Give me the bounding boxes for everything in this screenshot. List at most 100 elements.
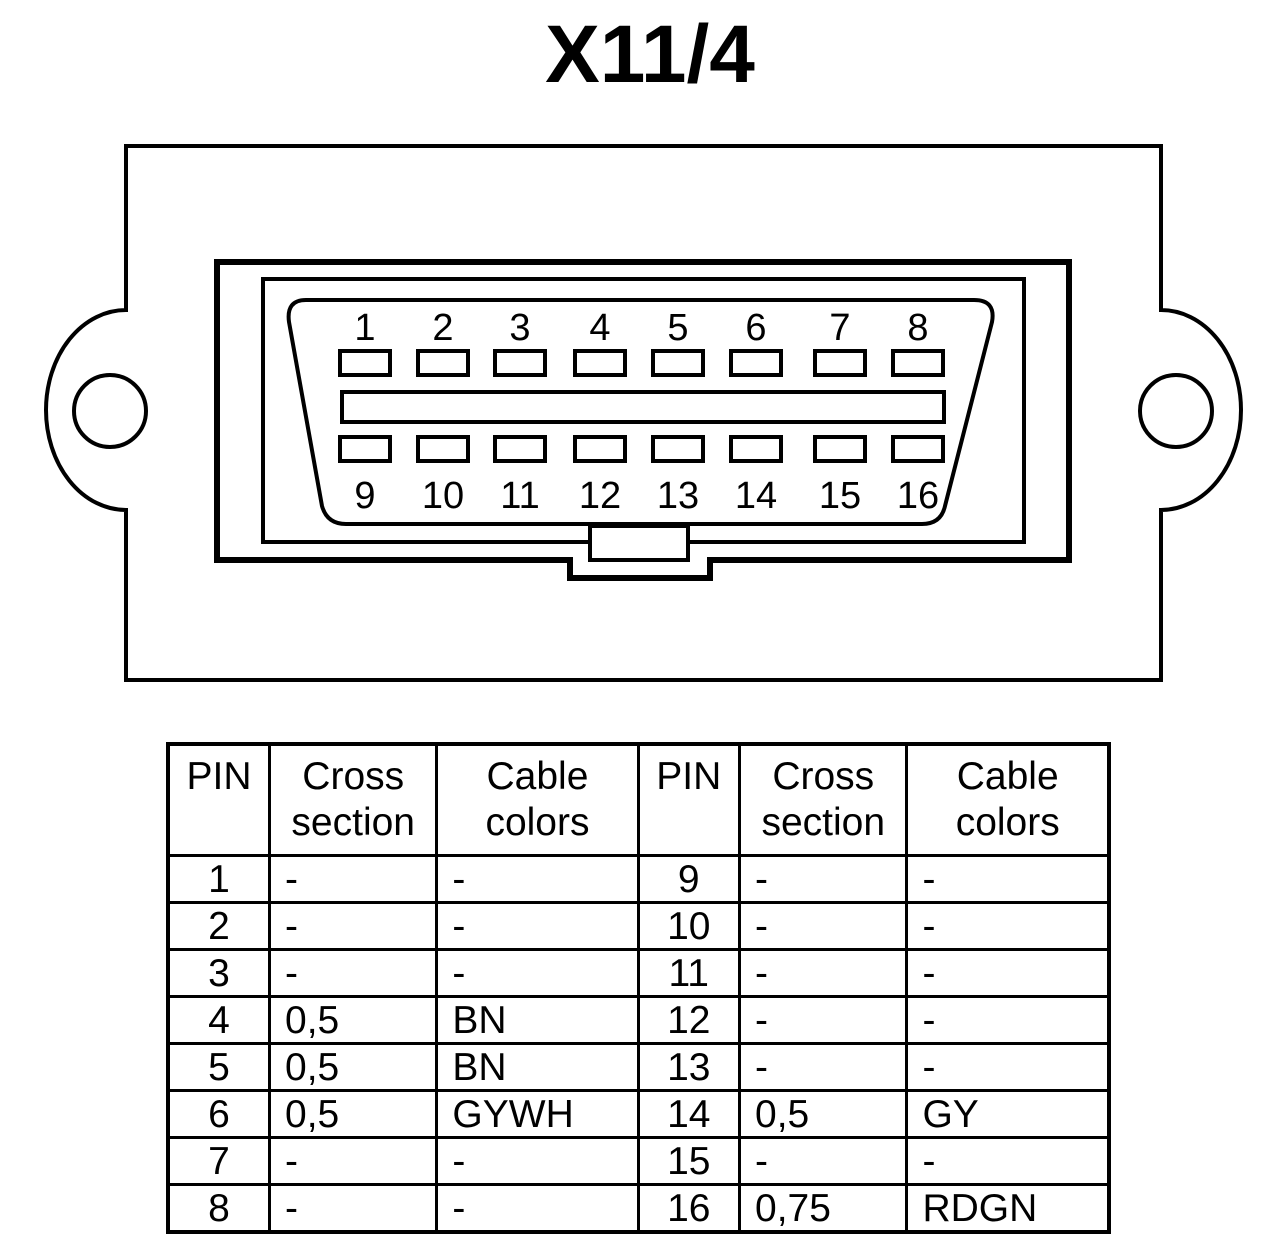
cable-color: -: [435, 948, 640, 998]
pin-label: 7: [829, 307, 850, 349]
pin-number: 1: [166, 854, 272, 904]
table-row: 6 0,5 GYWH 14 0,5 GY: [166, 1089, 1111, 1139]
pin-label: 15: [819, 475, 861, 517]
cross-section: -: [268, 1183, 439, 1234]
pin-label: 8: [907, 307, 928, 349]
pin-number: 3: [166, 948, 272, 998]
pin-slot: [813, 349, 867, 377]
cable-color: -: [905, 1136, 1111, 1186]
pin-slot: [651, 435, 705, 463]
table-row: 5 0,5 BN 13 - -: [166, 1042, 1111, 1092]
pin-number: 4: [166, 995, 272, 1045]
cross-section: 0,75: [738, 1183, 909, 1234]
pin-slot: [813, 435, 867, 463]
pin-slot: [573, 349, 627, 377]
cross-section: -: [738, 854, 909, 904]
pin-label: 12: [579, 475, 621, 517]
connector-title: X11/4: [545, 9, 755, 100]
cross-section: 0,5: [738, 1089, 909, 1139]
cross-section: -: [738, 901, 909, 951]
pin-number: 13: [636, 1042, 742, 1092]
cable-color: -: [905, 901, 1111, 951]
cable-color: -: [435, 854, 640, 904]
pin-label: 10: [422, 475, 464, 517]
top-pin-slots: [338, 349, 945, 377]
table-row: 4 0,5 BN 12 - -: [166, 995, 1111, 1045]
pin-label: 1: [354, 307, 375, 349]
pin-number: 15: [636, 1136, 742, 1186]
pin-label: 9: [354, 475, 375, 517]
pin-label: 2: [432, 307, 453, 349]
pin-label: 6: [745, 307, 766, 349]
cable-color: -: [435, 901, 640, 951]
cable-color: RDGN: [905, 1183, 1111, 1234]
table-row: 2 - - 10 - -: [166, 901, 1111, 951]
header-pin: PIN: [636, 742, 742, 857]
pin-slot: [729, 349, 783, 377]
pin-number: 14: [636, 1089, 742, 1139]
pin-slot: [493, 435, 547, 463]
top-pin-labels: 1 2 3 4 5 6 7 8: [354, 307, 928, 349]
cross-section: -: [738, 1136, 909, 1186]
bottom-pin-slots: [338, 435, 945, 463]
table-row: 8 - - 16 0,75 RDGN: [166, 1183, 1111, 1234]
pin-number: 12: [636, 995, 742, 1045]
cable-color: -: [905, 854, 1111, 904]
cross-section: -: [268, 1136, 439, 1186]
cross-section: -: [268, 854, 439, 904]
pin-label: 4: [589, 307, 610, 349]
pin-slot: [338, 435, 392, 463]
mounting-hole-right: [1138, 373, 1214, 449]
cable-color: BN: [435, 1042, 640, 1092]
pin-field: [286, 298, 995, 526]
pin-field-center-bar: [340, 390, 946, 424]
bottom-pin-labels: 9 10 11 12 13 14 15 16: [354, 475, 939, 517]
header-pin: PIN: [166, 742, 272, 857]
cable-color: BN: [435, 995, 640, 1045]
pin-label: 13: [657, 475, 699, 517]
cross-section: -: [738, 995, 909, 1045]
cross-section: 0,5: [268, 1042, 439, 1092]
cross-section: 0,5: [268, 1089, 439, 1139]
pin-slot: [729, 435, 783, 463]
pin-label: 16: [897, 475, 939, 517]
cable-color: GYWH: [435, 1089, 640, 1139]
pin-number: 6: [166, 1089, 272, 1139]
cross-section: -: [268, 901, 439, 951]
pin-label: 5: [667, 307, 688, 349]
cable-color: GY: [905, 1089, 1111, 1139]
pin-slot: [416, 349, 470, 377]
pin-slot: [416, 435, 470, 463]
pin-label: 3: [509, 307, 530, 349]
pin-number: 10: [636, 901, 742, 951]
cable-color: -: [905, 948, 1111, 998]
pin-number: 11: [636, 948, 742, 998]
pin-slot: [891, 349, 945, 377]
cross-section: -: [268, 948, 439, 998]
pin-number: 2: [166, 901, 272, 951]
connector-key: [588, 524, 690, 562]
cable-color: -: [435, 1183, 640, 1234]
pin-number: 8: [166, 1183, 272, 1234]
table-row: 3 - - 11 - -: [166, 948, 1111, 998]
cross-section: 0,5: [268, 995, 439, 1045]
cross-section: -: [738, 948, 909, 998]
pin-number: 5: [166, 1042, 272, 1092]
pin-slot: [573, 435, 627, 463]
pin-label: 14: [735, 475, 777, 517]
pin-number: 9: [636, 854, 742, 904]
mounting-hole-left: [72, 373, 148, 449]
pin-slot: [493, 349, 547, 377]
pin-label: 11: [500, 475, 539, 517]
cable-color: -: [435, 1136, 640, 1186]
cross-section: -: [738, 1042, 909, 1092]
cable-color: -: [905, 995, 1111, 1045]
table-row: 7 - - 15 - -: [166, 1136, 1111, 1186]
